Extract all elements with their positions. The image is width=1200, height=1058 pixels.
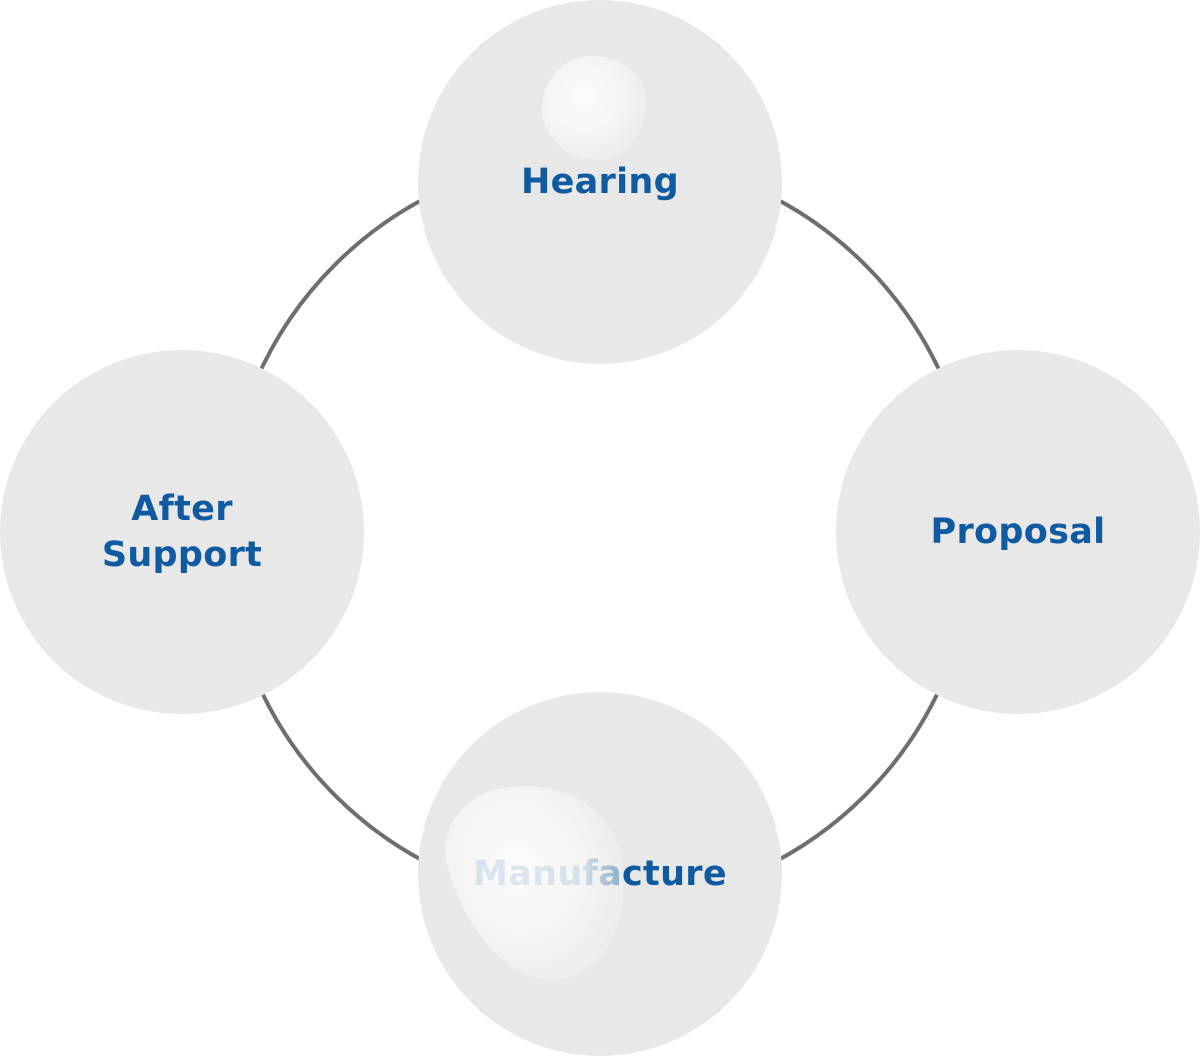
node-hearing-label: Hearing <box>521 162 679 202</box>
node-proposal: Proposal <box>836 350 1200 714</box>
decorative-blob <box>432 764 646 1000</box>
decorative-blob <box>542 56 646 160</box>
node-after-support-label: After Support <box>101 489 263 575</box>
node-hearing: Hearing <box>418 0 782 364</box>
node-proposal-label: Proposal <box>930 512 1106 552</box>
node-after-support: After Support <box>0 350 364 714</box>
node-manufacture: Manufacture <box>418 692 782 1056</box>
